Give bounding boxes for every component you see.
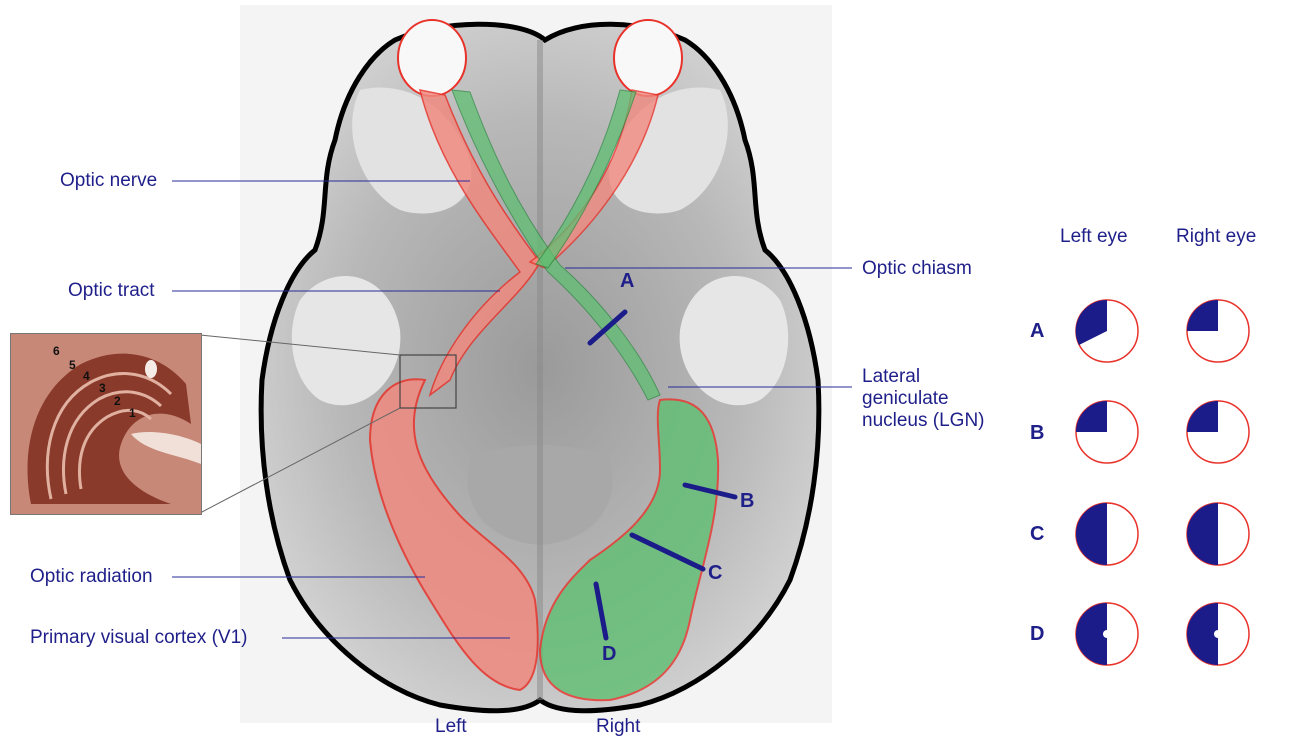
field-col-left-eye: Left eye — [1060, 226, 1128, 248]
field-row-b-label: B — [1030, 422, 1044, 445]
left-eyeball — [398, 20, 466, 96]
field-b-left-eye — [1076, 401, 1138, 463]
field-c-right-eye — [1187, 503, 1249, 565]
right-eyeball — [614, 20, 682, 96]
label-lgn-line2: geniculate — [862, 388, 985, 410]
inset-layer-3: 3 — [99, 381, 106, 395]
label-optic-chiasm: Optic chiasm — [862, 258, 972, 280]
lesion-letter-d: D — [602, 643, 616, 666]
field-row-a-label: A — [1030, 320, 1044, 343]
field-row-d-label: D — [1030, 623, 1044, 646]
label-v1: Primary visual cortex (V1) — [30, 627, 248, 649]
field-b-right-eye — [1187, 401, 1249, 463]
lesion-letter-c: C — [708, 562, 722, 585]
inset-layer-6: 6 — [53, 344, 60, 358]
label-optic-radiation: Optic radiation — [30, 566, 153, 588]
label-lgn-line1: Lateral — [862, 366, 985, 388]
field-a-left-eye — [1076, 300, 1138, 362]
inset-layer-1: 1 — [129, 406, 136, 420]
field-c-left-eye — [1076, 503, 1138, 565]
label-right-hemisphere: Right — [596, 716, 640, 738]
lgn-layers-image — [11, 334, 201, 514]
label-optic-nerve: Optic nerve — [60, 170, 157, 192]
field-row-c-label: C — [1030, 523, 1044, 546]
field-col-right-eye: Right eye — [1176, 226, 1256, 248]
field-a-right-eye — [1187, 300, 1249, 362]
lesion-letter-b: B — [740, 490, 754, 513]
inset-layer-4: 4 — [83, 369, 90, 383]
lgn-histology-inset: 6 5 4 3 2 1 — [10, 333, 202, 515]
label-optic-tract: Optic tract — [68, 280, 155, 302]
inset-layer-2: 2 — [114, 394, 121, 408]
field-d-left-eye — [1076, 603, 1138, 665]
label-left-hemisphere: Left — [435, 716, 467, 738]
label-lgn: Lateral geniculate nucleus (LGN) — [862, 366, 985, 432]
field-d-right-eye — [1187, 603, 1249, 665]
lesion-letter-a: A — [620, 270, 634, 293]
label-lgn-line3: nucleus (LGN) — [862, 410, 985, 432]
inset-layer-5: 5 — [69, 358, 76, 372]
